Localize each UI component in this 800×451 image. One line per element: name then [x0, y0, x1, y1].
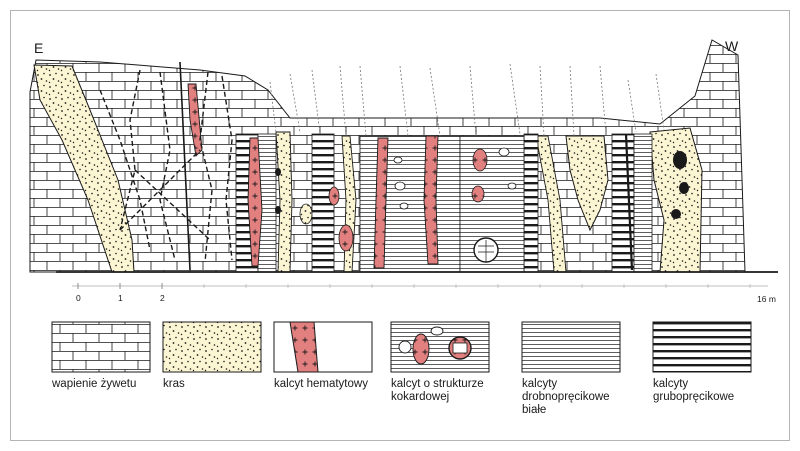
legend-swatch-karst	[162, 321, 262, 373]
black-clasts	[275, 151, 689, 219]
fracture-network	[99, 69, 233, 263]
hematite-pod-2	[472, 148, 488, 172]
karst-pod	[299, 203, 313, 225]
east-label: E	[34, 40, 43, 56]
hematite-vein-3	[373, 137, 389, 269]
scale-tick-label: 0	[76, 293, 81, 303]
thin-vein-black	[624, 133, 634, 271]
west-label: W	[725, 38, 739, 54]
legend	[51, 321, 752, 373]
legend-label-limestone: wapienie żywetu	[52, 378, 137, 390]
hematite-pod-1	[338, 224, 354, 252]
figure-frame	[10, 10, 790, 441]
section-body	[29, 39, 778, 273]
karst-zone-5	[565, 135, 609, 232]
scale-end-label: 16 m	[757, 294, 776, 304]
hematite-vein-4	[423, 135, 439, 265]
legend-swatch-fine-calcite	[521, 321, 621, 373]
fine-calcite-zone-4	[633, 133, 653, 273]
legend-label-hematite: kalcyt hematytowy	[274, 378, 368, 390]
legend-label-fine-calcite: kalcyty drobnopręcikowe białe	[522, 378, 610, 416]
legend-hematite-band	[289, 321, 319, 373]
legend-swatch-coarse-calcite	[652, 321, 752, 373]
scale-tick-label: 2	[160, 293, 165, 303]
cockade-structures	[393, 147, 517, 263]
hematite-pod-4	[328, 186, 340, 206]
legend-swatch-limestone	[51, 321, 151, 373]
legend-label-cockade: kalcyt o strukturze kokardowej	[391, 378, 484, 403]
hematite-pod-3	[471, 185, 485, 203]
hematite-vein-1	[187, 83, 203, 157]
legend-swatch-hematite	[273, 321, 373, 373]
projection-lines	[269, 63, 665, 137]
fault-line	[179, 61, 191, 271]
coarse-calcite-vein-3	[523, 133, 539, 273]
scale-tick-label: 1	[118, 293, 123, 303]
legend-cockade-pod	[412, 333, 430, 365]
legend-label-coarse-calcite: kalcyty grubopręcikowe	[653, 378, 735, 403]
hematite-vein-2	[247, 137, 263, 267]
legend-label-karst: kras	[163, 378, 185, 390]
scale-bar: 0 1 2	[72, 283, 768, 303]
